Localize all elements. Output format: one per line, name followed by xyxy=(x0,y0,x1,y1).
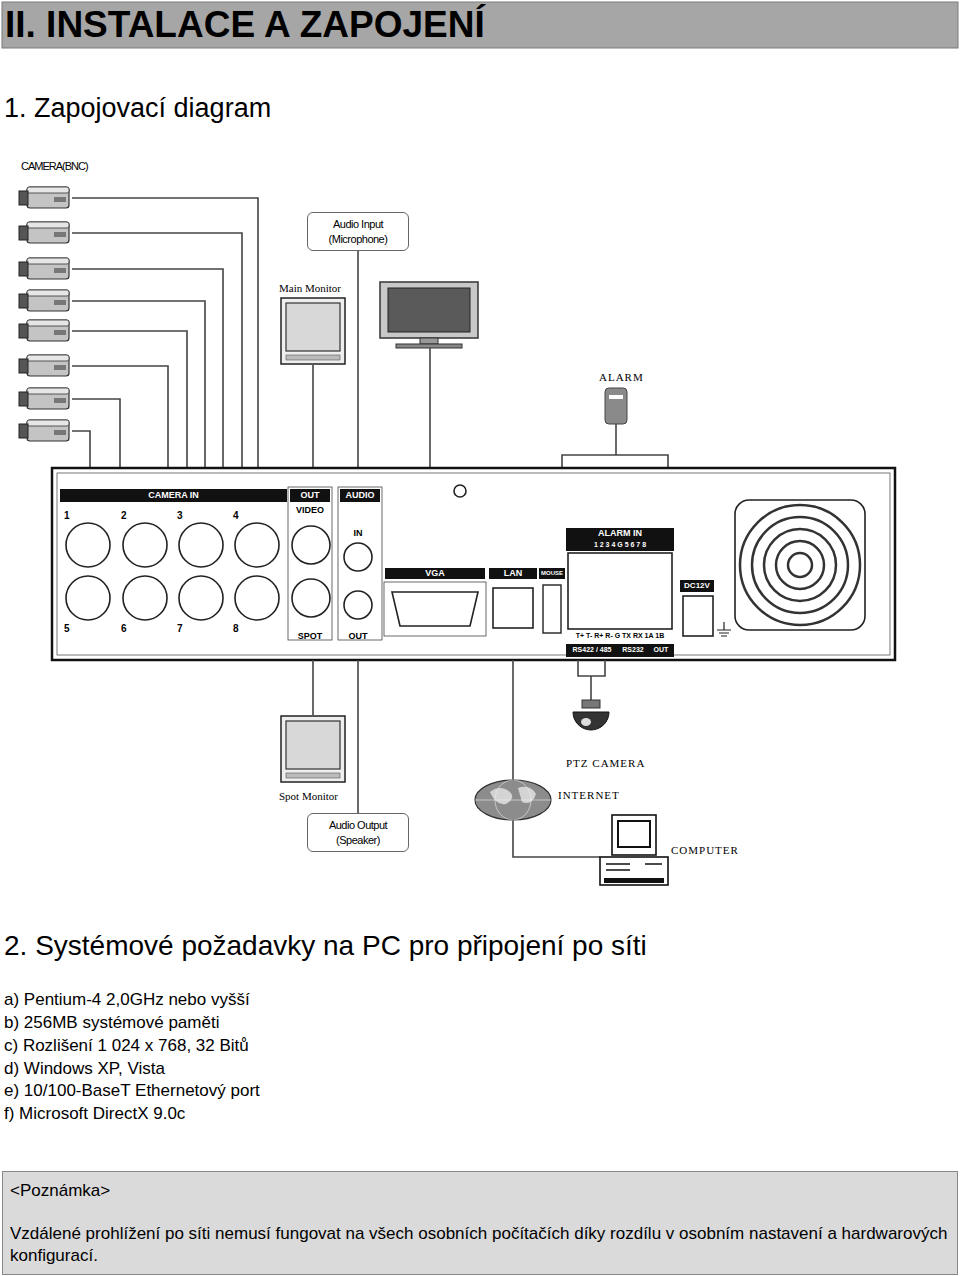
port-label: AUDIO xyxy=(340,490,380,500)
port-label: OUT xyxy=(648,646,674,654)
alarm-sensor-icon xyxy=(605,388,627,424)
computer-icon xyxy=(600,815,668,885)
channel-number: 3 xyxy=(177,510,183,522)
page-title: II. INSTALACE A ZAPOJENÍ xyxy=(5,4,485,47)
dvr-back-panel xyxy=(52,468,895,660)
requirement-item: c) Rozlišení 1 024 x 768, 32 Bitů xyxy=(4,1036,249,1056)
channel-number: 5 xyxy=(64,623,70,635)
device-label: ALARM xyxy=(599,371,644,384)
port-label: RS232 xyxy=(618,646,648,654)
internet-globe-icon xyxy=(475,780,551,820)
channel-number: 4 xyxy=(233,510,239,522)
port-label: OUT xyxy=(290,490,330,500)
audio-box: Audio Output(Speaker) xyxy=(307,813,409,852)
port-label: ALARM IN xyxy=(566,528,674,538)
channel-number: 8 xyxy=(233,623,239,635)
requirement-item: e) 10/100-BaseT Ethernetový port xyxy=(4,1081,260,1101)
box-text: (Microphone) xyxy=(329,232,388,246)
box-text: Audio Input xyxy=(333,217,383,231)
wires-bottom xyxy=(313,660,605,857)
requirement-item: d) Windows XP, Vista xyxy=(4,1059,165,1079)
audio-box: Audio Input(Microphone) xyxy=(307,212,409,251)
device-label: Spot Monitor xyxy=(279,790,338,803)
box-text: Audio Output xyxy=(329,818,387,832)
channel-number: 7 xyxy=(177,623,183,635)
camera-wires xyxy=(72,198,258,468)
port-label: VGA xyxy=(385,568,485,578)
wires-top xyxy=(313,250,668,468)
port-label: MOUSE xyxy=(539,570,565,577)
title-band xyxy=(2,2,958,48)
port-label: 1 2 3 4 G 5 6 7 8 xyxy=(566,541,674,549)
port-label: LAN xyxy=(489,568,537,578)
camera-icons xyxy=(19,187,69,441)
port-label: RS422 / 485 xyxy=(566,646,618,654)
requirement-item: a) Pentium-4 2,0GHz nebo vyšší xyxy=(4,990,250,1010)
spot-monitor-icon xyxy=(281,716,345,782)
port-label: CAMERA IN xyxy=(60,490,287,500)
vga-monitor-icon xyxy=(380,282,478,348)
port-label: SPOT xyxy=(290,631,330,641)
note-heading: <Poznámka> xyxy=(10,1180,110,1201)
requirement-item: b) 256MB systémové paměti xyxy=(4,1013,219,1033)
section-heading: 1. Zapojovací diagram xyxy=(4,93,271,124)
device-label: PTZ CAMERA xyxy=(566,757,645,770)
channel-number: 2 xyxy=(121,510,127,522)
device-label: COMPUTER xyxy=(671,844,739,857)
main-monitor-icon xyxy=(281,298,345,364)
ptz-camera-icon xyxy=(573,700,609,730)
channel-number: 6 xyxy=(121,623,127,635)
device-label: Main Monitor xyxy=(279,282,341,295)
note-body: Vzdálené prohlížení po síti nemusí fungo… xyxy=(10,1223,950,1266)
port-label: T+ T- R+ R- G TX RX 1A 1B xyxy=(566,632,674,640)
channel-number: 1 xyxy=(64,510,70,522)
port-label: OUT xyxy=(340,631,376,641)
port-label: VIDEO xyxy=(290,505,330,515)
device-label: CAMERA(BNC) xyxy=(21,160,88,173)
device-label: INTERNET xyxy=(558,789,620,802)
note-box: <Poznámka> Vzdálené prohlížení po síti ne… xyxy=(2,1171,958,1275)
box-text: (Speaker) xyxy=(336,833,380,847)
section-heading: 2. Systémové požadavky na PC pro připoje… xyxy=(4,930,647,962)
port-label: IN xyxy=(346,528,370,538)
port-label: DC12V xyxy=(680,581,714,590)
requirement-item: f) Microsoft DirectX 9.0c xyxy=(4,1104,185,1124)
